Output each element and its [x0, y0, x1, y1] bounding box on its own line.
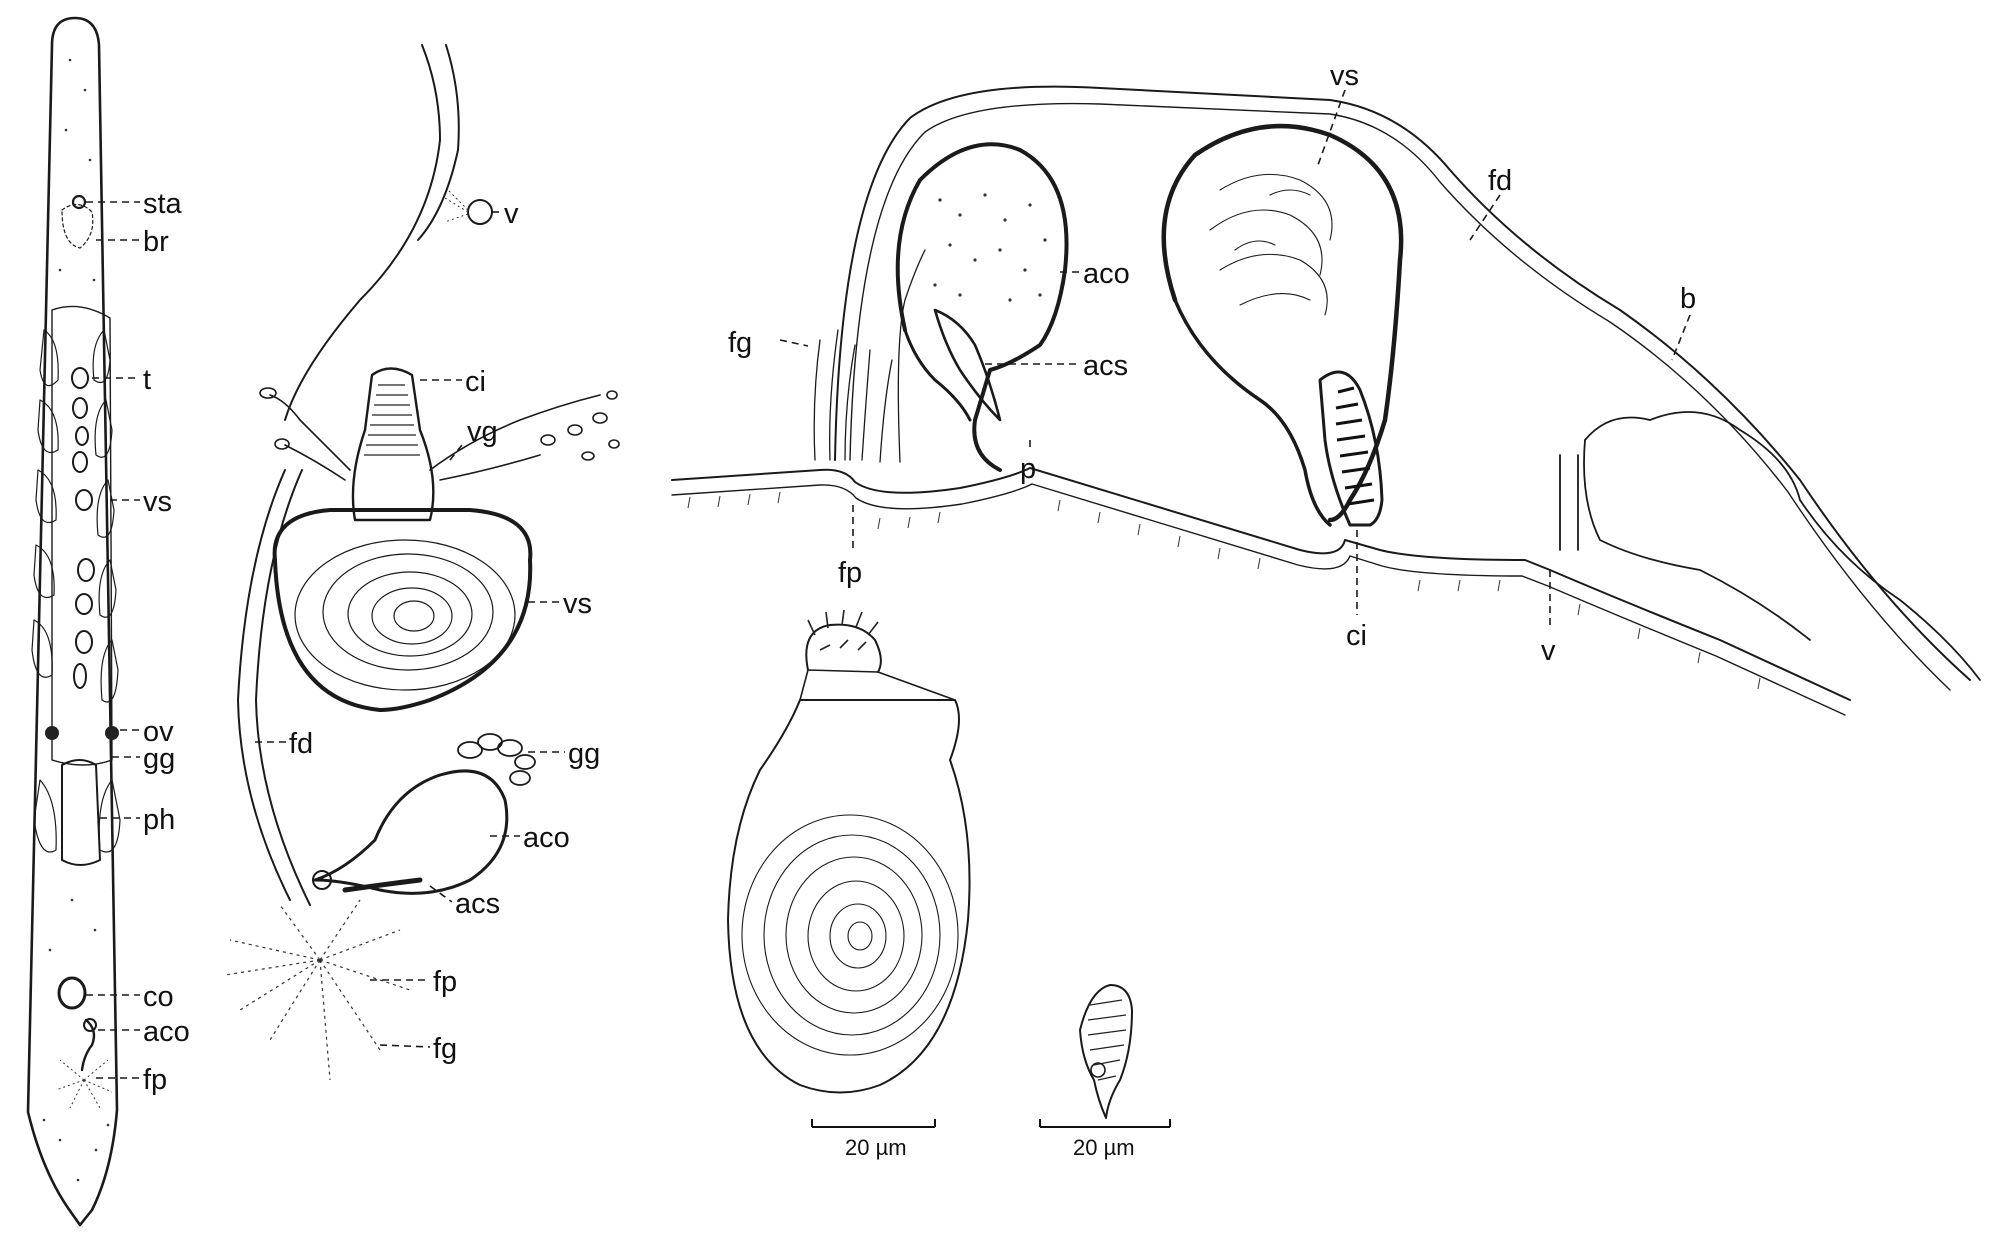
label-t: t	[143, 364, 151, 396]
cirrus-spines-c	[1335, 386, 1375, 506]
cirrus-spines	[364, 384, 420, 456]
body-outline	[26, 16, 119, 1227]
scale-bar-right-label: 20 µm	[1073, 1135, 1135, 1160]
label-fp-c: fp	[838, 557, 862, 589]
accessory-organ-b	[313, 769, 509, 895]
accessory-organ-c	[895, 142, 1069, 472]
label-b: b	[1680, 283, 1696, 315]
scale-bar-left-label: 20 µm	[845, 1135, 907, 1160]
accessory-organ-stipple	[933, 193, 1047, 302]
label-v: v	[504, 198, 519, 230]
statocyst	[71, 194, 87, 210]
vagina-c	[1559, 454, 1579, 551]
gg-glands-b	[457, 733, 536, 786]
label-co: co	[143, 981, 174, 1013]
cirrus	[351, 367, 435, 522]
granular-glands	[259, 387, 620, 481]
label-p: p	[1020, 453, 1036, 485]
vesicle-swirl-d	[741, 814, 959, 1056]
ventral-epidermis	[671, 467, 1851, 701]
label-fg-c: fg	[728, 327, 752, 359]
seminal-vesicle-swirl	[294, 539, 516, 691]
ovary-left	[45, 726, 59, 740]
label-fd: fd	[289, 728, 313, 760]
vitellaria	[31, 329, 121, 853]
label-vs: vs	[143, 486, 172, 518]
body-stipple	[42, 58, 110, 1182]
accessory-organ	[80, 1018, 96, 1072]
panel-a-leaders	[86, 201, 140, 1079]
label-gg-b: gg	[568, 738, 600, 770]
cap-spines	[807, 609, 879, 651]
brain	[61, 203, 94, 249]
spiny-cap	[805, 623, 882, 673]
panel-b-leaders	[255, 211, 565, 1048]
scale-bar-right: 20 µm	[1039, 1119, 1171, 1160]
dorsal-epidermis	[834, 85, 1971, 681]
seminal-vesicle-c	[1161, 123, 1404, 523]
gut-region	[51, 305, 113, 766]
label-fd-c: fd	[1488, 165, 1512, 197]
female-duct	[237, 469, 291, 901]
label-vs-c: vs	[1330, 60, 1359, 92]
ventral-cilia	[687, 491, 1761, 690]
label-vs-b: vs	[563, 588, 592, 620]
seminal-vesicle	[272, 508, 533, 712]
label-aco-b: aco	[523, 822, 570, 854]
stylet-hatching	[1087, 999, 1127, 1081]
stylet	[1079, 984, 1133, 1119]
testis-follicles	[71, 367, 95, 689]
label-fp-b: fp	[433, 966, 457, 998]
copulatory-organ	[57, 976, 87, 1010]
label-aco: aco	[143, 1016, 190, 1048]
seminal-vesicle-swirl-c	[1209, 173, 1333, 316]
body-region-b	[1584, 411, 1981, 681]
label-ph: ph	[143, 804, 175, 836]
female-glands-c	[813, 249, 926, 463]
ovary-right	[105, 726, 119, 740]
label-acs-c: acs	[1083, 350, 1128, 382]
label-br: br	[143, 226, 169, 258]
label-ci-c: ci	[1346, 620, 1367, 652]
panel-c-sagittal-section: vs fd aco fg acs b fp p ci v	[671, 60, 1981, 716]
panel-a-whole-animal: sta br t vs ov gg ph co aco fp	[26, 16, 190, 1227]
panel-d-vesicle-detail: 20 µm	[727, 609, 971, 1160]
cirrus-c	[1318, 370, 1384, 527]
panel-e-stylet-detail: 20 µm	[1039, 984, 1171, 1160]
label-v-c: v	[1541, 635, 1556, 667]
pharynx	[61, 759, 101, 866]
label-ov: ov	[143, 716, 174, 748]
label-fg-b: fg	[433, 1033, 457, 1065]
label-sta: sta	[143, 188, 183, 220]
accessory-stylet-c	[933, 308, 1002, 422]
panel-b-reproductive-system: v ci vg vs fd gg aco acs fp fg	[224, 44, 620, 1081]
female-pore-rays-b	[224, 899, 411, 1081]
label-fp: fp	[143, 1064, 167, 1096]
vesicle	[467, 199, 493, 225]
label-gg: gg	[143, 743, 175, 775]
label-vg: vg	[467, 416, 498, 448]
label-ci: ci	[465, 366, 486, 398]
panel-c-leaders	[779, 89, 1691, 630]
vas-deferens	[284, 44, 441, 421]
label-aco-c: aco	[1083, 258, 1130, 290]
scale-bar-left: 20 µm	[811, 1119, 936, 1160]
female-pore-rays	[55, 1059, 113, 1109]
vesicle-body-d	[727, 699, 971, 1094]
accessory-stylet-tip	[312, 870, 332, 890]
label-acs-b: acs	[455, 888, 500, 920]
